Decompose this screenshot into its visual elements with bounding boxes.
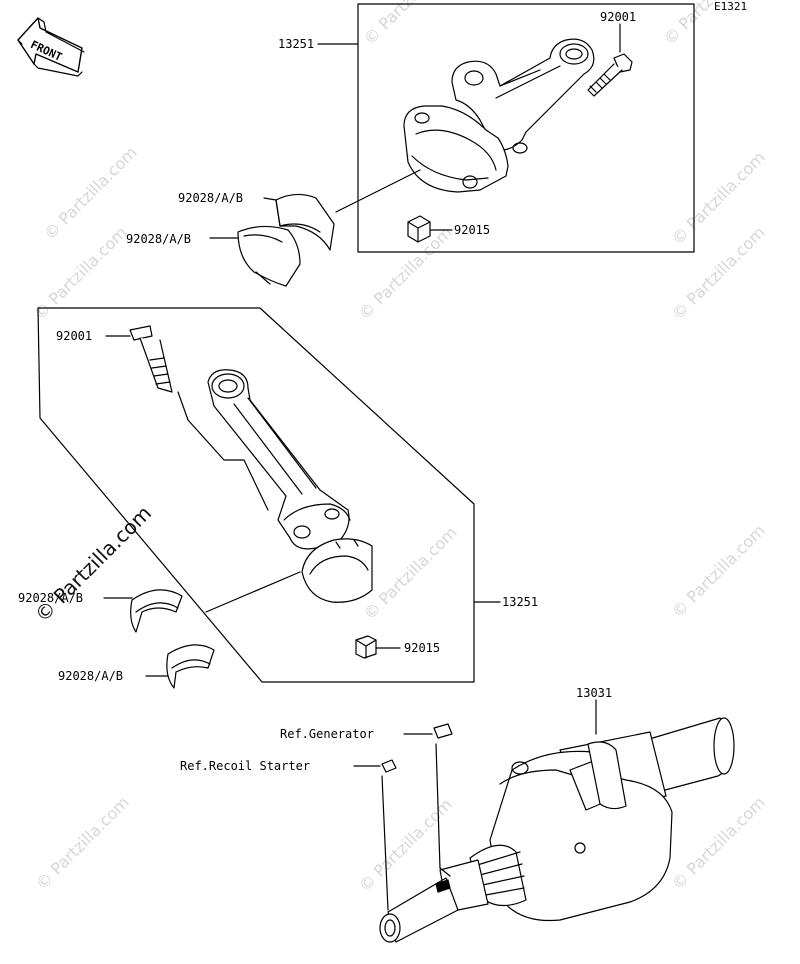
rod-nut-top (407, 215, 431, 243)
key-recoil-starter (381, 759, 397, 773)
callout-rod-nut-top: 92015 (454, 223, 491, 237)
connecting-rod-top (403, 38, 595, 193)
callout-rod-bolt-mid: 92001 (56, 329, 93, 343)
bearing-shell-top-upper (275, 193, 335, 251)
bearing-shell-top-lower (237, 225, 301, 287)
callout-ref-generator: Ref.Generator (280, 727, 374, 741)
bearing-shell-mid-lower (166, 644, 215, 689)
front-arrow-icon (17, 17, 85, 77)
rod-nut-mid (355, 635, 377, 659)
callout-bearing-top-lower: 92028/A/B (126, 232, 192, 246)
callout-crankshaft: 13031 (576, 686, 613, 700)
diagram-code: E1321 (714, 0, 748, 13)
assembly-frame-mid (37, 307, 475, 683)
rod-cap-mid (301, 538, 373, 603)
callout-rod-assembly-top: 13251 (278, 37, 315, 51)
crankshaft (379, 717, 735, 943)
callout-rod-bolt-top: 92001 (600, 10, 637, 24)
callout-rod-assembly-mid: 13251 (502, 595, 539, 609)
connecting-rod-mid (207, 369, 351, 550)
bearing-shell-mid-upper (130, 589, 183, 633)
rod-bolt-top (587, 53, 633, 97)
callout-bearing-top-upper: 92028/A/B (178, 191, 244, 205)
callout-bearing-mid-upper: 92028/A/B (18, 591, 84, 605)
callout-rod-nut-mid: 92015 (404, 641, 441, 655)
key-generator (433, 723, 453, 739)
callout-ref-recoil-starter: Ref.Recoil Starter (180, 759, 311, 773)
assembly-frame-top (357, 3, 695, 253)
rod-bolt-mid (129, 325, 173, 393)
callout-bearing-mid-lower: 92028/A/B (58, 669, 124, 683)
